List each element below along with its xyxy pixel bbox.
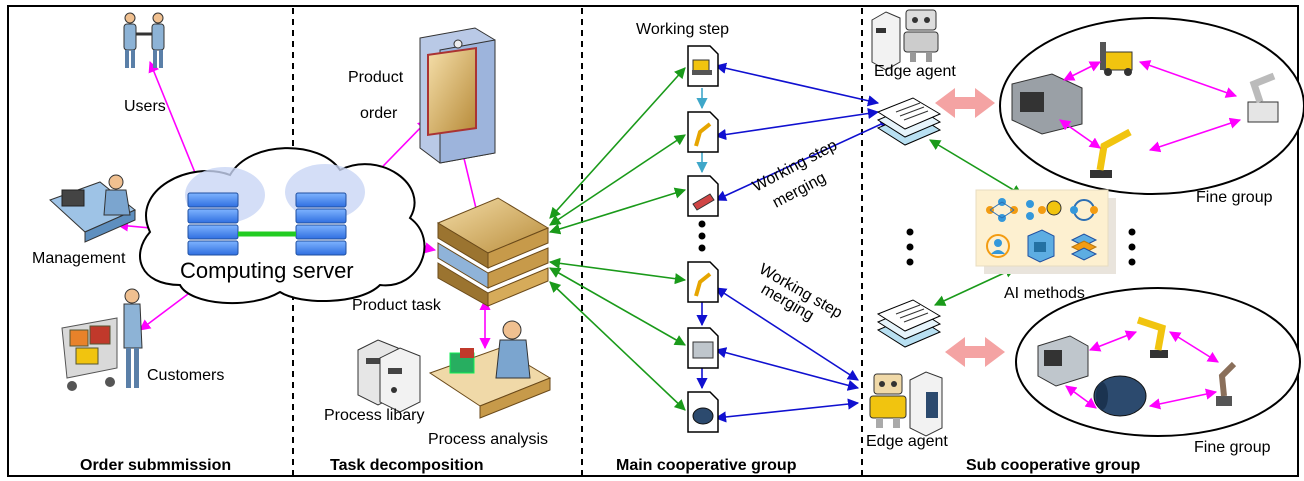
ellipsis-dot xyxy=(906,258,914,266)
ai-user-icon xyxy=(986,234,1010,258)
double-arrow-top xyxy=(935,88,995,118)
fine-group-top-label: Fine group xyxy=(1196,189,1273,206)
ellipsis-dot xyxy=(1128,228,1136,236)
ai-layers-icon xyxy=(1070,233,1098,261)
cnc-machine-icon xyxy=(1037,335,1089,387)
ai-panel-icon xyxy=(975,189,1116,274)
ellipsis-dot xyxy=(698,244,706,252)
double-arrow-bottom xyxy=(945,337,1005,367)
section-task-title: Task decomposition xyxy=(330,457,484,474)
fine-group-top xyxy=(999,17,1304,195)
customer-cart-icon xyxy=(61,288,143,391)
product-task-stack-icon xyxy=(436,197,550,307)
handshake-users-icon xyxy=(123,12,165,68)
document-icon xyxy=(687,111,719,153)
connectors xyxy=(116,60,1023,423)
computing-server-label: Computing server xyxy=(180,258,354,283)
document-stack-bottom xyxy=(876,299,942,348)
product-task-label: Product task xyxy=(352,297,442,314)
ai-idea-icon xyxy=(1026,200,1062,220)
management-desk-icon xyxy=(49,174,136,243)
cloud-server-right xyxy=(295,192,347,256)
robot-icon xyxy=(903,9,939,62)
document-icon xyxy=(687,327,719,369)
ellipsis-dot xyxy=(906,228,914,236)
process-library-icon xyxy=(357,339,421,413)
fine-group-bottom-label: Fine group xyxy=(1194,439,1271,456)
process-analysis-label: Process analysis xyxy=(428,431,548,448)
edge-agent-bottom-label: Edge agent xyxy=(866,433,948,450)
product-order-server-icon xyxy=(419,27,496,164)
ai-methods-label: AI methods xyxy=(1004,285,1085,302)
motor-icon xyxy=(1093,375,1147,417)
process-analysis-desk-icon xyxy=(428,320,552,419)
working-step-label: Working step xyxy=(636,21,729,38)
product-order-label-1: Product xyxy=(348,69,404,86)
ai-cycle-icon xyxy=(1070,199,1098,221)
cnc-machine-icon xyxy=(1011,73,1083,135)
edge-server-icon xyxy=(871,11,901,71)
customers-label: Customers xyxy=(147,367,224,384)
document-icon xyxy=(687,45,719,87)
document-icon xyxy=(687,175,719,217)
ai-box-icon xyxy=(1027,229,1055,263)
section-main-title: Main cooperative group xyxy=(616,457,797,474)
cloud-server-left xyxy=(187,192,239,256)
working-step-docs xyxy=(687,45,719,433)
robot-icon xyxy=(869,373,907,428)
robot-arm-icon xyxy=(1216,361,1237,406)
ellipsis-dot xyxy=(698,220,706,228)
document-icon xyxy=(687,261,719,303)
section-order-title: Order submmission xyxy=(80,457,231,474)
document-icon xyxy=(687,391,719,433)
ellipsis-dot xyxy=(1128,258,1136,266)
product-order-label-2: order xyxy=(360,105,398,122)
robot-arm-icon xyxy=(1247,72,1279,123)
ellipsis-dot xyxy=(1128,243,1136,251)
forklift-icon xyxy=(1100,42,1133,76)
outer-frame xyxy=(7,5,1299,477)
users-label: Users xyxy=(124,98,166,115)
robot-arm-icon xyxy=(1136,316,1168,358)
section-sub-title: Sub cooperative group xyxy=(966,457,1140,474)
edge-server-icon xyxy=(909,371,943,437)
ai-network-icon xyxy=(986,198,1018,222)
fine-group-bottom xyxy=(1015,287,1301,437)
edge-agent-top-label: Edge agent xyxy=(874,63,956,80)
cloud-server-icon xyxy=(139,147,426,305)
document-stack-top xyxy=(876,97,942,146)
ellipsis-dot xyxy=(698,232,706,240)
ellipsis-dot xyxy=(906,243,914,251)
robot-arm-icon xyxy=(1090,128,1132,178)
process-library-label: Process libary xyxy=(324,407,424,424)
management-label: Management xyxy=(32,250,126,267)
